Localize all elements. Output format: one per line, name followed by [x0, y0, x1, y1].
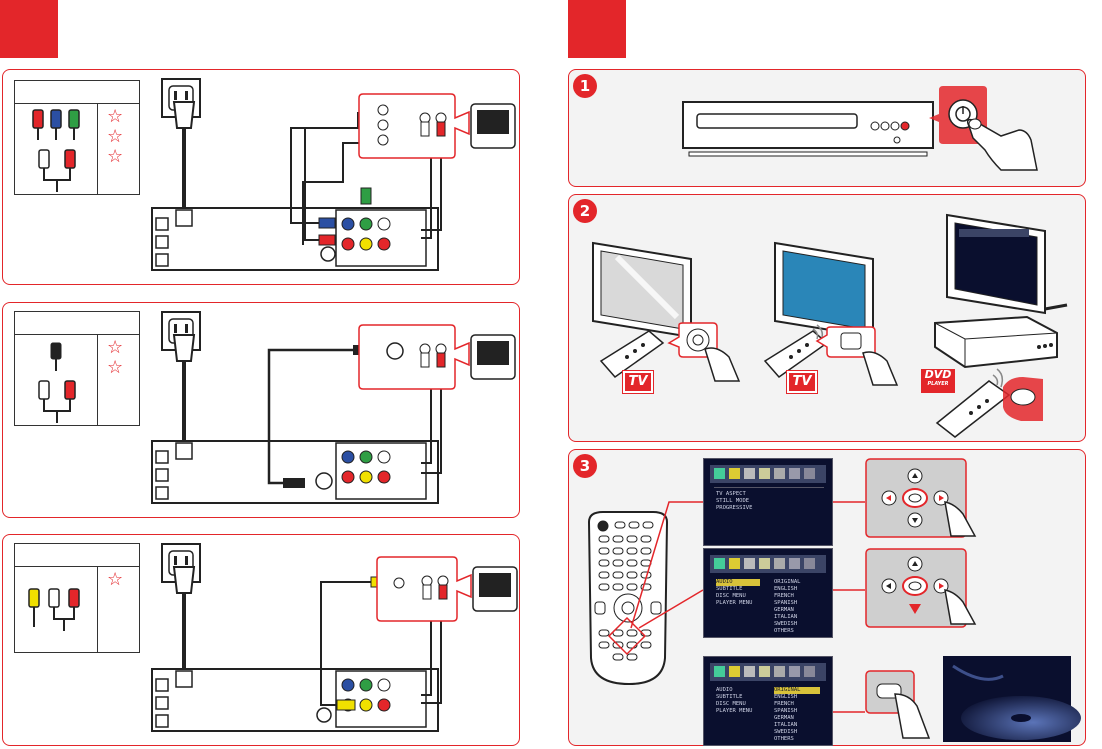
pressing-hand-icon — [966, 118, 1038, 171]
television-with-menu — [946, 213, 1068, 315]
osd-option: GERMAN — [774, 607, 794, 613]
dvd-player — [934, 315, 1058, 369]
step-2-badge: 2 — [573, 199, 597, 223]
section-marker-right — [568, 0, 626, 58]
remote-control — [599, 330, 665, 379]
osd-option: OTHERS — [774, 628, 794, 634]
osd-option: ORIGINAL — [774, 579, 801, 585]
tv-input-panel — [358, 324, 516, 390]
osd-option: SWEDISH — [774, 621, 798, 627]
osd-option: ITALIAN — [774, 722, 798, 728]
osd-option: ENGLISH — [774, 586, 798, 592]
component-cable-icon — [32, 109, 80, 192]
step-2-panel: 2 TV TV — [568, 194, 1086, 442]
quality-star-icon: ☆ — [107, 569, 124, 590]
osd-item: AUDIO — [716, 579, 760, 586]
osd-menu-icons — [714, 468, 815, 479]
quality-legend — [14, 311, 140, 426]
quality-star-icon: ☆ — [107, 337, 124, 358]
television-on — [774, 241, 874, 339]
osd-option: SPANISH — [774, 600, 798, 606]
osd-item: TV ASPECT — [716, 491, 746, 497]
quality-star-icon: ☆ — [107, 106, 124, 127]
osd-option: ENGLISH — [774, 694, 798, 700]
osd-option: OTHERS — [774, 736, 794, 742]
disc-playback-image — [943, 656, 1081, 742]
connector-lines — [630, 501, 865, 713]
input-select-callout — [815, 326, 899, 386]
osd-option: SWEDISH — [774, 729, 798, 735]
osd-option: ITALIAN — [774, 614, 798, 620]
osd-option: GERMAN — [774, 715, 794, 721]
quality-star-icon: ☆ — [107, 126, 124, 147]
tv-power-callout — [667, 322, 741, 382]
dvd-player-rear-panel — [151, 668, 439, 732]
tv-input-panel — [376, 556, 518, 622]
osd-item: DISC MENU — [716, 701, 746, 707]
osd-option-selected: ORIGINAL — [774, 687, 820, 694]
osd-menu-icons — [714, 666, 815, 677]
osd-option: FRENCH — [774, 701, 794, 707]
tv-input-panel — [358, 93, 516, 159]
tv-label-2: TV — [787, 371, 817, 393]
dvd-label-sub: PLAYER — [927, 381, 949, 387]
quality-legend — [14, 80, 140, 195]
osd-menu-language: AUDIO SUBTITLE DISC MENU PLAYER MENU ORI… — [703, 548, 833, 638]
nav-pad-left-right — [865, 458, 977, 538]
dvd-remote — [935, 368, 1043, 438]
step-1-panel: 1 — [568, 69, 1086, 187]
osd-menu-icons — [714, 558, 815, 569]
osd-item: DISC MENU — [716, 593, 746, 599]
section-marker-left — [0, 0, 58, 58]
dvd-player-front — [682, 101, 934, 157]
dvd-label-main: DVD — [924, 368, 952, 381]
television-off — [592, 241, 692, 339]
tv-label-1: TV — [623, 371, 653, 393]
step-1-badge: 1 — [573, 74, 597, 98]
osd-item: AUDIO — [716, 687, 733, 693]
dvd-player-rear-panel — [151, 207, 439, 271]
osd-item: STILL MODE — [716, 498, 750, 504]
panel-component-connection: ☆ ☆ ☆ — [2, 69, 520, 285]
osd-item: SUBTITLE — [716, 694, 743, 700]
panel-composite-connection: ☆ — [2, 534, 520, 746]
step-3-badge: 3 — [573, 454, 597, 478]
osd-menu-language-selected: AUDIO SUBTITLE DISC MENU PLAYER MENU ORI… — [703, 656, 833, 746]
quality-star-icon: ☆ — [107, 146, 124, 167]
osd-item: PLAYER MENU — [716, 708, 753, 714]
panel-s-video-connection: ☆ ☆ — [2, 302, 520, 518]
osd-option: SPANISH — [774, 708, 798, 714]
osd-item: PROGRESSIVE — [716, 505, 753, 511]
osd-option: FRENCH — [774, 593, 794, 599]
osd-item: SUBTITLE — [716, 586, 743, 592]
nav-pad-down — [865, 548, 977, 628]
power-cord — [172, 101, 196, 226]
step-3-panel: 3 TV ASP — [568, 449, 1086, 746]
enter-button-callout — [865, 670, 931, 739]
s-video-cable-icon — [38, 342, 76, 423]
quality-star-icon: ☆ — [107, 357, 124, 378]
dvd-player-label: DVD PLAYER — [921, 369, 955, 393]
composite-cable-icon — [28, 588, 80, 631]
osd-menu-setup: TV ASPECT STILL MODE PROGRESSIVE — [703, 458, 833, 546]
dvd-player-rear-panel — [151, 440, 439, 504]
osd-item: PLAYER MENU — [716, 600, 753, 606]
